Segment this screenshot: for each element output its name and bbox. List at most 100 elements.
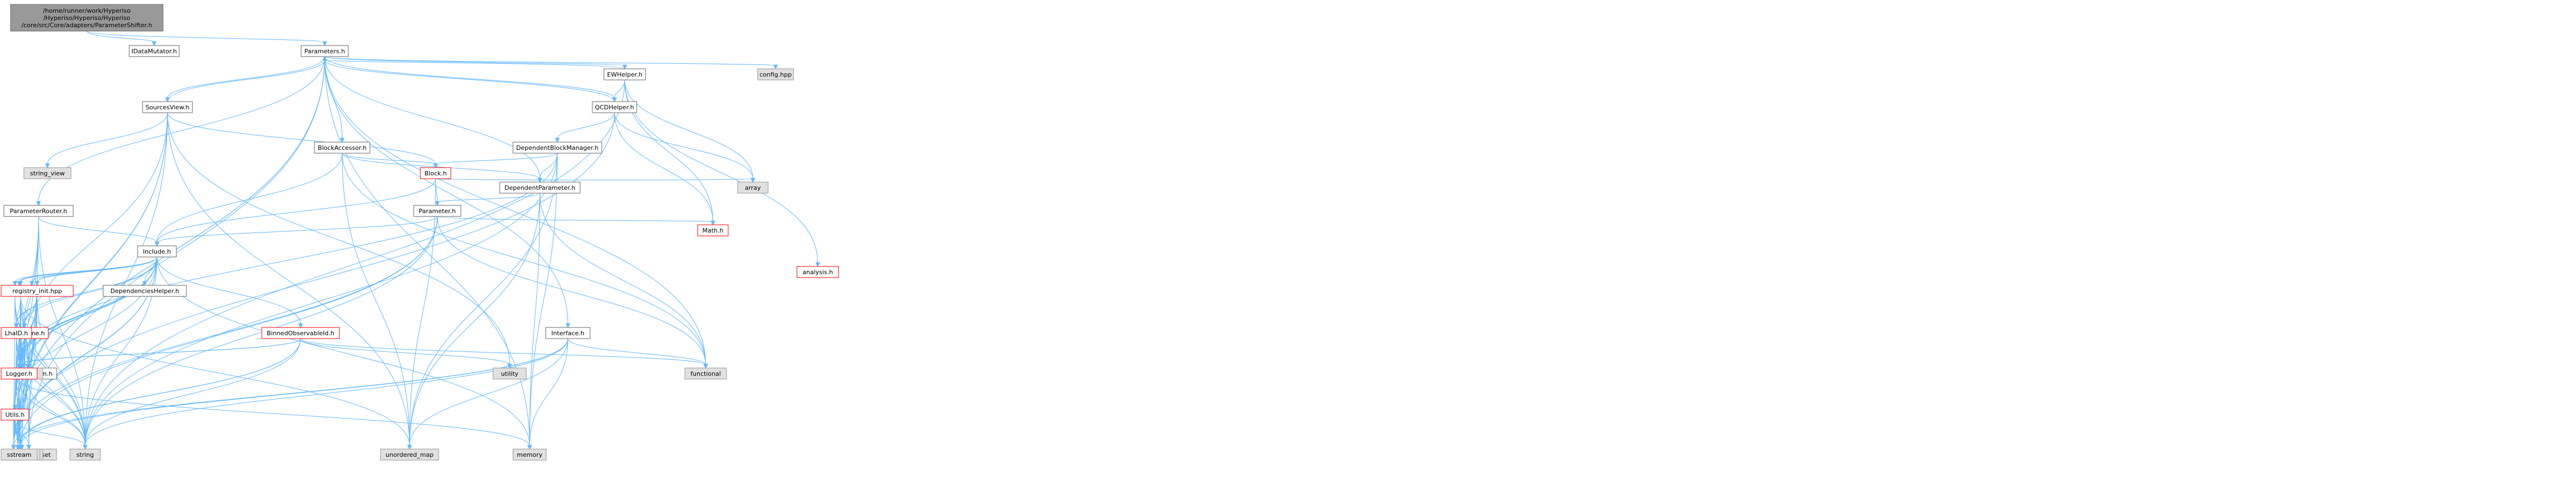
node-label: EWHelper.h [607,71,643,78]
edge-line [37,296,85,446]
edge-line [437,216,706,365]
edge-line [14,420,85,446]
node-string-view: string_view [23,167,72,179]
edge-arrowhead [36,201,41,206]
edge-line [13,216,438,446]
edge-blockaccessor-to-block [342,153,438,169]
edge-binnedobservableid-to-utility [300,338,512,369]
node-label: Parameter.h [419,208,456,215]
node-parameters[interactable]: Parameters.h [301,45,349,57]
edge-arrowhead [12,405,18,410]
edge-line [529,153,558,446]
edge-line [38,216,157,243]
node-label: DependenciesHelper.h [110,288,179,295]
node-label: BlockAccessor.h [318,144,367,152]
edge-line [624,79,818,264]
node-box [592,101,637,113]
node-parameter[interactable]: Parameter.h [413,205,461,217]
node-registry-init[interactable]: registry_init.hpp [1,285,74,297]
edge-line [529,193,540,446]
edge-arrowhead [339,138,345,143]
edge-line [437,193,540,203]
node-label: /core/src/Core/adapters/ParameterShifter… [22,22,153,29]
node-dependentparameter[interactable]: DependentParameter.h [499,182,581,194]
edge-binnedobservableid-to-logger [17,338,301,369]
edge-line [38,56,325,203]
node-idatamutator[interactable]: IDataMutator.h [129,45,180,57]
node-box [492,367,527,380]
edge-blockaccessor-to-include [154,153,343,247]
edge-line [19,338,301,446]
edge-arrowhead [18,445,23,450]
edge-parameters-to-interface [324,56,571,329]
node-label: string [77,451,94,458]
node-label: DependentParameter.h [505,184,576,191]
node-box [3,205,74,217]
edge-line [167,56,325,99]
edge-line [13,112,615,446]
edge-line [324,59,625,69]
edge-line [409,178,436,446]
edge-arrowhead [29,281,34,286]
node-root[interactable]: /home/runner/work/Hyperiso/Hyperiso/Hype… [10,4,164,32]
node-parameterrouter[interactable]: ParameterRouter.h [3,205,74,217]
edge-line [19,256,157,283]
edge-line [167,112,510,365]
node-box [697,224,729,236]
edge-line [529,338,568,446]
edge-dependentblockmanager-to-dependentparameter [537,153,558,183]
node-binnedobservableid[interactable]: BinnedObservableId.h [261,327,340,339]
node-blockaccessor[interactable]: BlockAccessor.h [314,142,370,154]
edge-arrowhead [815,262,820,268]
edge-arrowhead [555,138,560,143]
node-lhaid[interactable]: LhaID.h [1,327,32,339]
edge-line [20,338,301,446]
node-label: Block.h [424,170,446,177]
node-dependentblockmanager[interactable]: DependentBlockManager.h [512,142,602,154]
node-ewhelper[interactable]: EWHelper.h [603,68,646,80]
edge-line [20,256,157,283]
edge-line [342,153,540,179]
node-interface[interactable]: Interface.h [545,327,591,339]
node-label: DependentBlockManager.h [516,144,598,152]
edge-ewhelper-to-analysis [624,79,820,268]
node-math[interactable]: Math.h [697,224,729,236]
node-block[interactable]: Block.h [420,167,451,179]
edge-include-to-binnedobservableid [156,256,303,329]
edge-binnedobservableid-to-iostream [18,338,301,450]
edge-line [614,112,713,222]
node-label: Logger.h [6,370,32,377]
node-box [420,167,451,179]
node-label: string_view [30,170,64,177]
node-dependencieshelper[interactable]: DependenciesHelper.h [103,285,187,297]
edge-arrowhead [565,323,571,329]
edge-arrowhead [34,281,40,286]
node-box [137,245,177,258]
node-box [545,327,591,339]
node-box [603,68,646,80]
node-qcdhelper[interactable]: QCDHelper.h [592,101,637,113]
edge-parameter-to-functional [437,216,708,369]
node-utils[interactable]: Utils.h [1,409,29,421]
edge-root-to-parameters [87,31,327,47]
node-label: unordered_map [385,451,434,458]
edge-line [22,112,168,365]
node-box [1,367,38,380]
node-box [69,448,101,461]
edge-line [22,338,25,446]
edge-interface-to-functional [567,338,708,369]
edge-line [19,338,301,365]
node-logger[interactable]: Logger.h [1,367,38,380]
edge-line [324,56,568,325]
edge-line [87,31,155,43]
edge-arrowhead [703,364,708,369]
edge-line [85,112,168,446]
node-sourcesview[interactable]: SourcesView.h [142,101,193,113]
node-label: SourcesView.h [145,104,189,111]
node-include[interactable]: Include.h [137,245,177,258]
node-box [23,167,72,179]
edge-line [156,256,530,446]
node-analysis[interactable]: analysis.h [796,266,839,278]
edge-dependentblockmanager-to-memory [527,153,558,450]
edge-line [38,216,85,446]
